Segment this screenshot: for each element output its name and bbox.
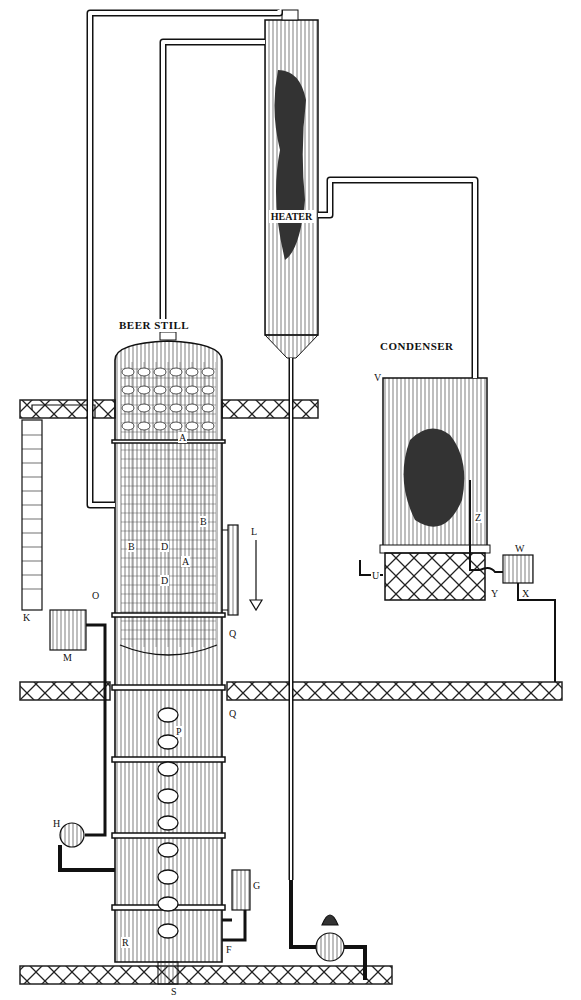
callout-letter: F bbox=[225, 944, 233, 955]
callout-letter: W bbox=[514, 543, 525, 554]
gauge-and-fittings bbox=[22, 405, 555, 980]
callout-letter: P bbox=[175, 726, 183, 737]
callout-letter: O bbox=[91, 590, 100, 601]
callout-letter: R bbox=[121, 937, 130, 948]
condenser-body bbox=[380, 378, 490, 600]
pipe-connector bbox=[90, 10, 280, 505]
node-label: CONDENSER bbox=[378, 340, 456, 353]
callout-letter: M bbox=[62, 652, 73, 663]
callout-letter: V bbox=[373, 372, 382, 383]
callout-letter: Q bbox=[228, 708, 237, 719]
heater-body bbox=[265, 10, 318, 880]
callout-letter: B bbox=[199, 516, 208, 527]
callout-letter: H bbox=[52, 818, 61, 829]
callout-letter: S bbox=[170, 986, 178, 997]
pipe-connector bbox=[318, 180, 475, 378]
callout-letter: X bbox=[521, 588, 530, 599]
heater: HEATER bbox=[265, 20, 318, 335]
callout-letter: Z bbox=[474, 512, 482, 523]
beer-still: BEER STILL bbox=[115, 341, 222, 962]
node-label: BEER STILL bbox=[117, 319, 191, 332]
callout-letter: Y bbox=[490, 588, 499, 599]
callout-letter: Q bbox=[228, 628, 237, 639]
condenser: CONDENSER bbox=[383, 378, 487, 548]
node-label: HEATER bbox=[269, 210, 315, 223]
callout-letter: G bbox=[252, 880, 261, 891]
callout-letter: U bbox=[371, 570, 380, 581]
callout-letter: D bbox=[160, 575, 169, 586]
callout-letter: A bbox=[178, 432, 187, 443]
callout-letter: B bbox=[127, 541, 136, 552]
pipe-connector bbox=[163, 42, 265, 332]
callout-letter: D bbox=[160, 541, 169, 552]
callout-letter: A bbox=[181, 556, 190, 567]
beer-still-body bbox=[112, 332, 225, 984]
callout-letter: L bbox=[250, 526, 258, 537]
callout-letter: K bbox=[22, 612, 31, 623]
